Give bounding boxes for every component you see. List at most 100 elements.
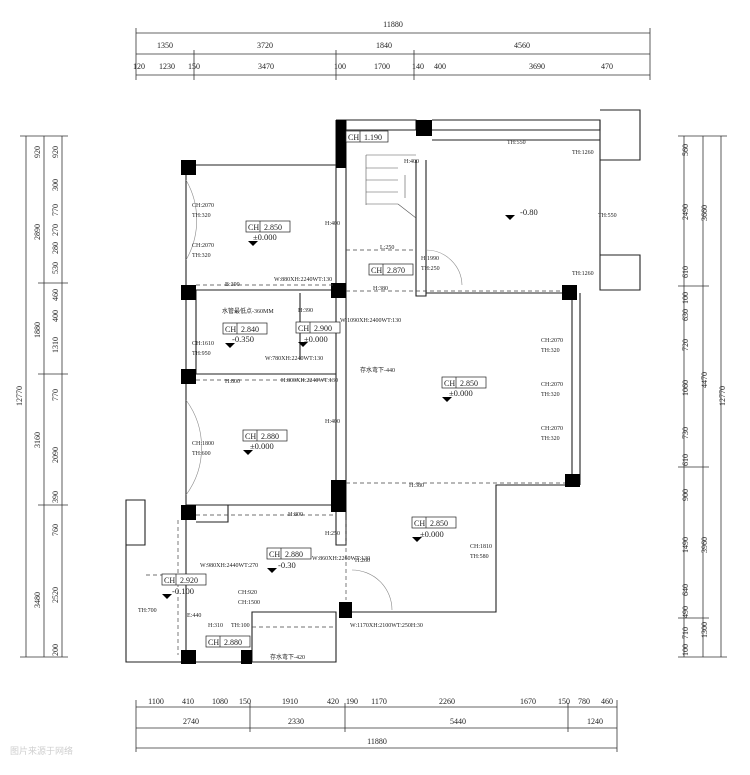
window-label: CH:2070 xyxy=(192,203,214,209)
dim-left-inner: 920 xyxy=(51,146,60,158)
ceiling-tag-height: 2.900 xyxy=(314,324,332,333)
dim-top-row2: 120 xyxy=(133,62,145,71)
opening-label: W:880XH:2240WT:130 xyxy=(274,277,332,283)
dim-bottom-row1: 2260 xyxy=(439,697,455,706)
dim-top-row1: 3720 xyxy=(257,41,273,50)
dim-right-inner: 1060 xyxy=(681,380,690,396)
ceiling-tag-label: CH xyxy=(348,133,359,142)
level-marker: ±0.000 xyxy=(250,441,274,451)
window-label: TH:600 xyxy=(192,451,211,457)
dim-bottom-row1: 1670 xyxy=(520,697,536,706)
window-label: CH:1810 xyxy=(470,544,492,550)
dim-top-row2: 3470 xyxy=(258,62,274,71)
dim-left-inner: 530 xyxy=(51,262,60,274)
note-trap: 存水弯下-440 xyxy=(360,366,395,374)
dim-left-mid: 1880 xyxy=(33,322,42,338)
level-marker: -0.30 xyxy=(278,560,296,570)
window-label: CH:2070 xyxy=(541,382,563,388)
window-label: TH:320 xyxy=(541,392,560,398)
opening-label: H:390 xyxy=(298,308,313,314)
dim-bottom-row1: 1910 xyxy=(282,697,298,706)
dim-right-inner: 900 xyxy=(681,489,690,501)
opening-label: H:400 xyxy=(325,221,340,227)
opening-label: TH:250 xyxy=(421,266,440,272)
dim-left-mid: 3480 xyxy=(33,592,42,608)
ceiling-tag-label: CH xyxy=(208,638,219,647)
dim-bottom-total: 11880 xyxy=(367,737,387,746)
dim-left-mid: 390 xyxy=(51,491,60,503)
dim-right-inner: 100 xyxy=(681,644,690,656)
dim-right-inner: 640 xyxy=(681,584,690,596)
ceiling-tag-height: 2.850 xyxy=(264,223,282,232)
ceiling-tag-height: 2.880 xyxy=(224,638,242,647)
window-label: CH:2070 xyxy=(192,243,214,249)
window-label: CH:1610 xyxy=(192,341,214,347)
ceiling-tag-height: 2.880 xyxy=(285,550,303,559)
dim-bottom-row2: 1240 xyxy=(587,717,603,726)
window-label: H:310 xyxy=(208,623,223,629)
ceiling-tag-label: CH xyxy=(298,324,309,333)
dim-left-mid: 1310 xyxy=(51,337,60,353)
window-label: CH:2070 xyxy=(541,338,563,344)
dim-left-mid: 200 xyxy=(51,644,60,656)
dim-left-mid: 2520 xyxy=(51,587,60,603)
window-label: TH:550 xyxy=(507,140,526,146)
level-marker: ±0.000 xyxy=(449,388,473,398)
dim-left-inner: 300 xyxy=(51,179,60,191)
dim-left-mid: 2090 xyxy=(51,447,60,463)
dim-bottom-row2: 5440 xyxy=(450,717,466,726)
dim-top-row2: 1700 xyxy=(374,62,390,71)
dim-top-total: 11880 xyxy=(383,20,403,29)
dim-top-row2: 470 xyxy=(601,62,613,71)
dim-top-row2: 1230 xyxy=(159,62,175,71)
window-label: TH:700 xyxy=(138,608,157,614)
dim-right-inner: 2490 xyxy=(681,204,690,220)
dim-left-mid: 3160 xyxy=(33,432,42,448)
opening-label: H:400 xyxy=(404,159,419,165)
dim-top-row2: 140 xyxy=(412,62,424,71)
dim-left-inner: 460 xyxy=(51,289,60,301)
dim-left-mid: 760 xyxy=(51,524,60,536)
dim-bottom-row1: 410 xyxy=(182,697,194,706)
ceiling-tag-label: CH xyxy=(414,519,425,528)
opening-label: H:400 xyxy=(325,419,340,425)
opening-label: H:260 xyxy=(355,558,370,564)
dim-right-mid: 4470 xyxy=(700,372,709,388)
ceiling-tag-label: CH xyxy=(269,550,280,559)
dim-right-mid: 1300 xyxy=(700,622,709,638)
window-label: TH:320 xyxy=(192,253,211,259)
dim-right-mid: 3660 xyxy=(700,205,709,221)
level-marker: -0.100 xyxy=(172,586,194,596)
ceiling-tag-label: CH xyxy=(371,266,382,275)
window-label: TH:950 xyxy=(192,351,211,357)
ceiling-tag-height: 2.840 xyxy=(241,325,259,334)
window-label: TH:550 xyxy=(598,213,617,219)
dim-left-inner: 400 xyxy=(51,310,60,322)
window-label: TH:580 xyxy=(470,554,489,560)
dim-bottom-row1: 150 xyxy=(558,697,570,706)
dim-right-inner: 560 xyxy=(681,144,690,156)
opening-label: H:800 xyxy=(225,379,240,385)
level-marker: ±0.000 xyxy=(304,334,328,344)
window-label: CH:1500 xyxy=(238,600,260,606)
dim-bottom-row1: 460 xyxy=(601,697,613,706)
opening-label: H:250 xyxy=(325,531,340,537)
dim-right-inner: 720 xyxy=(681,339,690,351)
ceiling-tag-height: 2.880 xyxy=(261,432,279,441)
window-label: TH:320 xyxy=(192,213,211,219)
opening-label: W:1170XH:2100WT:250H:30 xyxy=(350,623,423,629)
dim-left-inner: 280 xyxy=(51,242,60,254)
dim-bottom-row1: 780 xyxy=(578,697,590,706)
window-label: CH:1800 xyxy=(192,441,214,447)
window-label: CH:2070 xyxy=(541,426,563,432)
opening-label: W:1090XH:2400WT:130 xyxy=(340,318,401,324)
opening-label: W:980XH:2440WT:270 xyxy=(200,563,258,569)
dim-bottom-row1: 150 xyxy=(239,697,251,706)
dim-top-row1: 1350 xyxy=(157,41,173,50)
opening-label: B:390 xyxy=(225,282,240,288)
note-pipe-lowest-point: 水管最低点-360MM xyxy=(222,307,274,315)
opening-label: H:800XH:2240WT:130 xyxy=(281,378,338,384)
opening-label: E:440 xyxy=(187,613,201,619)
dim-top-row2: 150 xyxy=(188,62,200,71)
